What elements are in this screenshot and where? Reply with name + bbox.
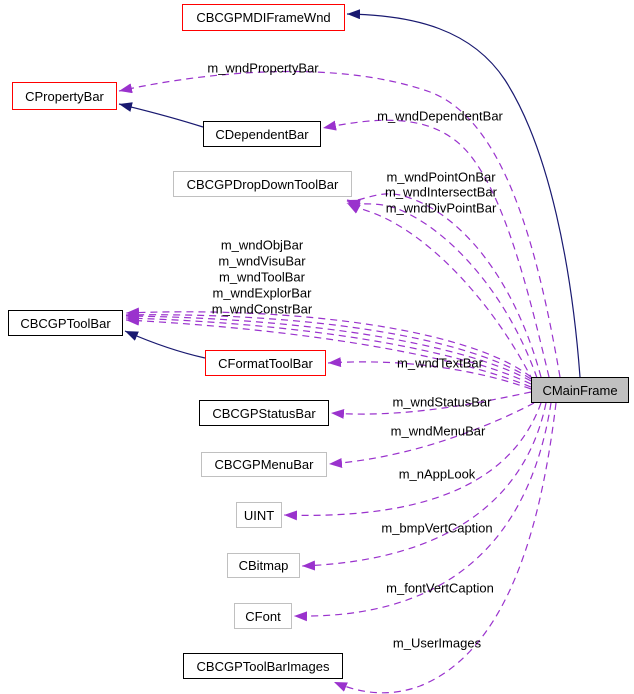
class-node-uint: UINT: [236, 502, 282, 528]
class-node-cbcgpdropdowntoolbar: CBCGPDropDownToolBar: [173, 171, 352, 197]
class-node-cbcgpmenubar: CBCGPMenuBar: [201, 452, 327, 477]
edge-label-m_wndDependentBar: m_wndDependentBar: [377, 108, 503, 124]
edge-label-m_wndToolBar: m_wndToolBar: [219, 269, 305, 285]
edge-label-m_wndConstrBar: m_wndConstrBar: [211, 301, 313, 317]
edge-usage-m_wndIntersectBar: [346, 200, 538, 379]
class-node-cbcgpstatusbar[interactable]: CBCGPStatusBar: [199, 400, 329, 426]
class-node-cformattoolbar[interactable]: CFormatToolBar: [205, 350, 326, 376]
edge-label-m_UserImages: m_UserImages: [392, 635, 482, 651]
edge-label-m_wndStatusBar: m_wndStatusBar: [392, 394, 492, 410]
edge-label-m_wndTextBar: m_wndTextBar: [397, 355, 483, 371]
edge-label-m_wndMenuBar: m_wndMenuBar: [390, 423, 486, 439]
edge-usage-m_wndConstrBar: [125, 315, 532, 388]
edge-label-m_wndDivPointBar: m_wndDivPointBar: [385, 200, 497, 216]
edge-label-m_wndObjBar: m_wndObjBar: [220, 237, 304, 253]
class-node-cdependentbar[interactable]: CDependentBar: [203, 121, 321, 147]
edge-usage-m_wndStatusBar: [330, 391, 532, 419]
class-node-cbcgpmdiframewnd[interactable]: CBCGPMDIFrameWnd: [182, 4, 345, 31]
edge-usage-m_wndExplorBar: [125, 313, 532, 385]
edge-usage-m_wndVisuBar: [125, 309, 532, 380]
edge-label-m_fontVertCaption: m_fontVertCaption: [386, 580, 494, 596]
edge-usage-m_wndMenuBar: [328, 402, 535, 469]
edge-label-m_nAppLook: m_nAppLook: [398, 466, 476, 482]
edge-usage-m_wndToolBar: [125, 311, 532, 382]
edge-label-m_bmpVertCaption: m_bmpVertCaption: [381, 520, 493, 536]
class-node-cpropertybar[interactable]: CPropertyBar: [12, 82, 117, 110]
edge-usage-m_wndPropertyBar: [118, 70, 561, 378]
edge-label-m_wndIntersectBar: m_wndIntersectBar: [385, 184, 497, 200]
edge-label-m_wndExplorBar: m_wndExplorBar: [212, 285, 312, 301]
edge-usage-m_wndPointOnBar: [346, 193, 542, 378]
class-node-cbcgptoolbarimages[interactable]: CBCGPToolBarImages: [183, 653, 343, 679]
class-node-cmainframe[interactable]: CMainFrame: [531, 377, 629, 403]
class-node-cbcgptoolbar[interactable]: CBCGPToolBar: [8, 310, 123, 336]
edge-usage-m_nAppLook: [283, 402, 542, 521]
edge-usage-m_UserImages: [333, 402, 557, 694]
edge-label-m_wndVisuBar: m_wndVisuBar: [218, 253, 306, 269]
edge-inherit-cdependentbar-cpropertybar: [118, 102, 204, 128]
edge-label-m_wndPointOnBar: m_wndPointOnBar: [386, 169, 496, 185]
edge-label-m_wndPropertyBar: m_wndPropertyBar: [207, 60, 319, 76]
edge-usage-m_wndDivPointBar: [346, 202, 534, 382]
edge-usage-m_bmpVertCaption: [301, 402, 547, 571]
edge-inherit-cmainframe-cbcgpmdiframewnd: [346, 9, 581, 378]
edge-usage-m_wndDependentBar: [322, 119, 550, 378]
edge-usage-m_wndObjBar: [125, 307, 532, 378]
edge-inherit-cformattoolbar-cbcgptoolbar: [124, 330, 206, 359]
edge-usage-m_fontVertCaption: [293, 402, 552, 622]
class-node-cfont: CFont: [234, 603, 292, 629]
class-node-cbitmap: CBitmap: [227, 553, 300, 578]
